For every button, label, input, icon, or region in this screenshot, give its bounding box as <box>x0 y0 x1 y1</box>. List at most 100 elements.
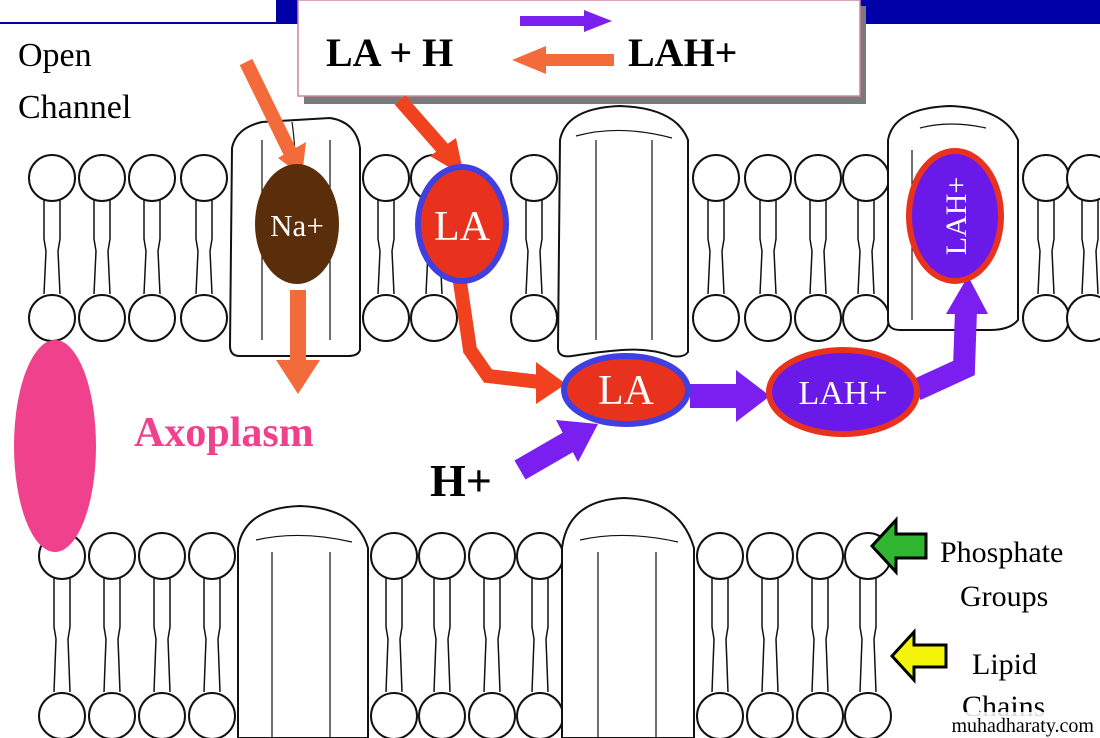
phosphate-head <box>88 692 136 738</box>
phosphate-head <box>842 154 890 202</box>
phosphate-head <box>796 692 844 738</box>
phosphate-head <box>362 294 410 342</box>
lipid-chain <box>195 196 213 295</box>
lipid-chain <box>711 574 729 693</box>
watermark: muhadharaty.com <box>951 715 1094 737</box>
phosphate-head <box>1066 154 1100 202</box>
lipid-chain <box>433 574 451 693</box>
lah-to-channel-arrow <box>911 276 988 400</box>
lipid-chain <box>761 574 779 693</box>
h-plus-label: H+ <box>430 455 492 506</box>
phosphate-head <box>88 532 136 580</box>
phosphate-head <box>418 692 466 738</box>
h-plus-arrow <box>514 420 598 480</box>
phosphate-head <box>78 154 126 202</box>
lipid-chain <box>525 196 543 295</box>
phosphate-head <box>180 154 228 202</box>
phosphate-head <box>1066 294 1100 342</box>
phosphate-head <box>516 692 564 738</box>
phosphate-head <box>746 692 794 738</box>
equation-right: LAH+ <box>628 30 737 75</box>
lipid-chain <box>707 196 725 295</box>
lipid-chain <box>377 196 395 295</box>
phosphate-head <box>744 294 792 342</box>
pink-vesicle <box>14 340 96 552</box>
phosphate-head <box>128 294 176 342</box>
phosphate-head <box>468 532 516 580</box>
phosphate-head <box>78 294 126 342</box>
green-arrow-left-icon <box>869 516 928 576</box>
lipid-chain <box>809 196 827 295</box>
lipid-chain <box>93 196 111 295</box>
phosphate-head <box>696 532 744 580</box>
lower-membrane <box>38 496 892 738</box>
lah-molecule-axoplasm: LAH+ <box>766 347 920 437</box>
phosphate-head <box>1022 154 1070 202</box>
phosphate-head <box>38 692 86 738</box>
na-exit-arrow <box>276 290 320 394</box>
watermark-bg <box>912 712 1100 738</box>
lah-axoplasm-label: LAH+ <box>798 375 887 412</box>
phosphate-head <box>510 294 558 342</box>
protein-channel-lower-right <box>561 496 695 738</box>
phosphate-head <box>844 692 892 738</box>
lipid-chain <box>531 574 549 693</box>
open-channel-label-line1: Open <box>18 37 92 74</box>
lipid-chain <box>859 574 877 693</box>
la-membrane-label: LA <box>434 204 491 250</box>
phosphate-head <box>362 154 410 202</box>
top-left-panel <box>0 0 276 22</box>
lipid-chain <box>53 574 71 693</box>
la-to-lah-arrow <box>690 370 770 422</box>
upper-membrane <box>28 104 1100 358</box>
protein-channel-closed <box>556 104 689 358</box>
protein-channel-lower-left <box>237 504 369 738</box>
lipid-chain <box>1037 196 1055 295</box>
phosphate-head <box>370 532 418 580</box>
phosphate-head <box>516 532 564 580</box>
phosphate-head <box>188 692 236 738</box>
axoplasm-label: Axoplasm <box>134 410 314 456</box>
phosphate-head <box>796 532 844 580</box>
na-ion: Na+ <box>255 164 339 284</box>
lipid-chain <box>385 574 403 693</box>
phosphate-label-line1: Phosphate <box>940 536 1063 569</box>
purple-arrow-right-icon <box>520 10 612 32</box>
lipid-chain <box>103 574 121 693</box>
phosphate-head <box>510 154 558 202</box>
phosphate-head <box>794 294 842 342</box>
phosphate-head <box>468 692 516 738</box>
la-descend-arrow <box>453 280 566 404</box>
phosphate-head <box>746 532 794 580</box>
lipid-label-line1: Lipid <box>972 648 1037 681</box>
phosphate-head <box>744 154 792 202</box>
phosphate-head <box>418 532 466 580</box>
phosphate-head <box>28 154 76 202</box>
lipid-chain <box>811 574 829 693</box>
phosphate-head <box>128 154 176 202</box>
phosphate-head <box>370 692 418 738</box>
orange-arrow-left-icon <box>512 46 614 74</box>
phosphate-head <box>28 294 76 342</box>
phosphate-head <box>180 294 228 342</box>
phosphate-head <box>692 154 740 202</box>
phosphate-head <box>696 692 744 738</box>
lipid-chain <box>857 196 875 295</box>
phosphate-head <box>410 294 458 342</box>
lipid-chain <box>153 574 171 693</box>
lipid-chain <box>759 196 777 295</box>
equation-box: LA + H LAH+ <box>297 0 866 104</box>
lipid-chain <box>143 196 161 295</box>
lah-molecule-channel: LAH+ <box>906 148 1004 284</box>
lipid-chain <box>483 574 501 693</box>
equation-left: LA + H <box>326 30 453 75</box>
lipid-chain <box>203 574 221 693</box>
la-molecule-axoplasm: LA <box>561 353 691 427</box>
phosphate-head <box>692 294 740 342</box>
phosphate-head <box>138 692 186 738</box>
open-channel-label-line2: Channel <box>18 89 131 126</box>
la-molecule-membrane: LA <box>415 164 509 284</box>
lipid-chain <box>43 196 61 295</box>
